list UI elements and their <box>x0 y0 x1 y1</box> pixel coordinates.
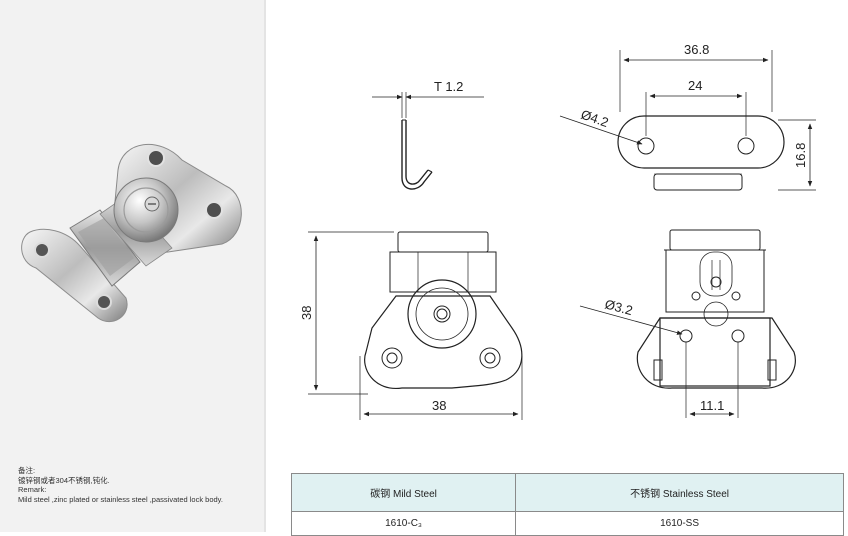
panel-divider <box>264 0 266 532</box>
dim-base-height-label: 16.8 <box>793 143 808 168</box>
dim-body-width-label: 38 <box>432 398 446 413</box>
dim-pin-spacing-label: 11.1 <box>700 398 724 413</box>
front-view <box>308 231 523 420</box>
dim-thickness-label: T 1.2 <box>434 79 463 94</box>
material-table: 碳钢 Mild Steel 不锈钢 Stainless Steel 1610-C… <box>290 473 844 536</box>
remark-cn-title: 备注: <box>18 466 36 475</box>
table-header-row: 碳钢 Mild Steel 不锈钢 Stainless Steel <box>290 473 844 512</box>
remark-en-title: Remark: <box>18 485 47 495</box>
header-mild-steel: 碳钢 Mild Steel <box>290 473 517 512</box>
dim-hole-spacing-label: 24 <box>688 78 702 93</box>
remark-cn-text: 镀锌钢或者304不锈钢,钝化. <box>18 475 110 485</box>
product-photo <box>21 143 242 323</box>
dim-hole-diameter-label: Ø4.2 <box>579 107 611 130</box>
remark-block: 备注: 镀锌钢或者304不锈钢,钝化. Remark: Mild steel ,… <box>18 466 223 504</box>
dim-body-height-label: 38 <box>299 306 314 320</box>
dim-overall-width-label: 36.8 <box>684 42 709 57</box>
left-panel: 备注: 镀锌钢或者304不锈钢,钝化. Remark: Mild steel ,… <box>0 0 266 532</box>
photo-rotating-disk <box>113 177 179 243</box>
technical-drawing: T 1.2 36.8 24 Ø4.2 16.8 38 38 Ø3.2 11.1 <box>299 42 816 420</box>
header-stainless-steel: 不锈钢 Stainless Steel <box>515 473 844 512</box>
remark-en-text: Mild steel ,zinc plated or stainless ste… <box>18 494 223 504</box>
side-profile-view <box>372 92 484 190</box>
rear-view <box>579 229 796 418</box>
top-view <box>559 50 816 191</box>
dim-pin-diameter-label: Ø3.2 <box>603 296 634 318</box>
